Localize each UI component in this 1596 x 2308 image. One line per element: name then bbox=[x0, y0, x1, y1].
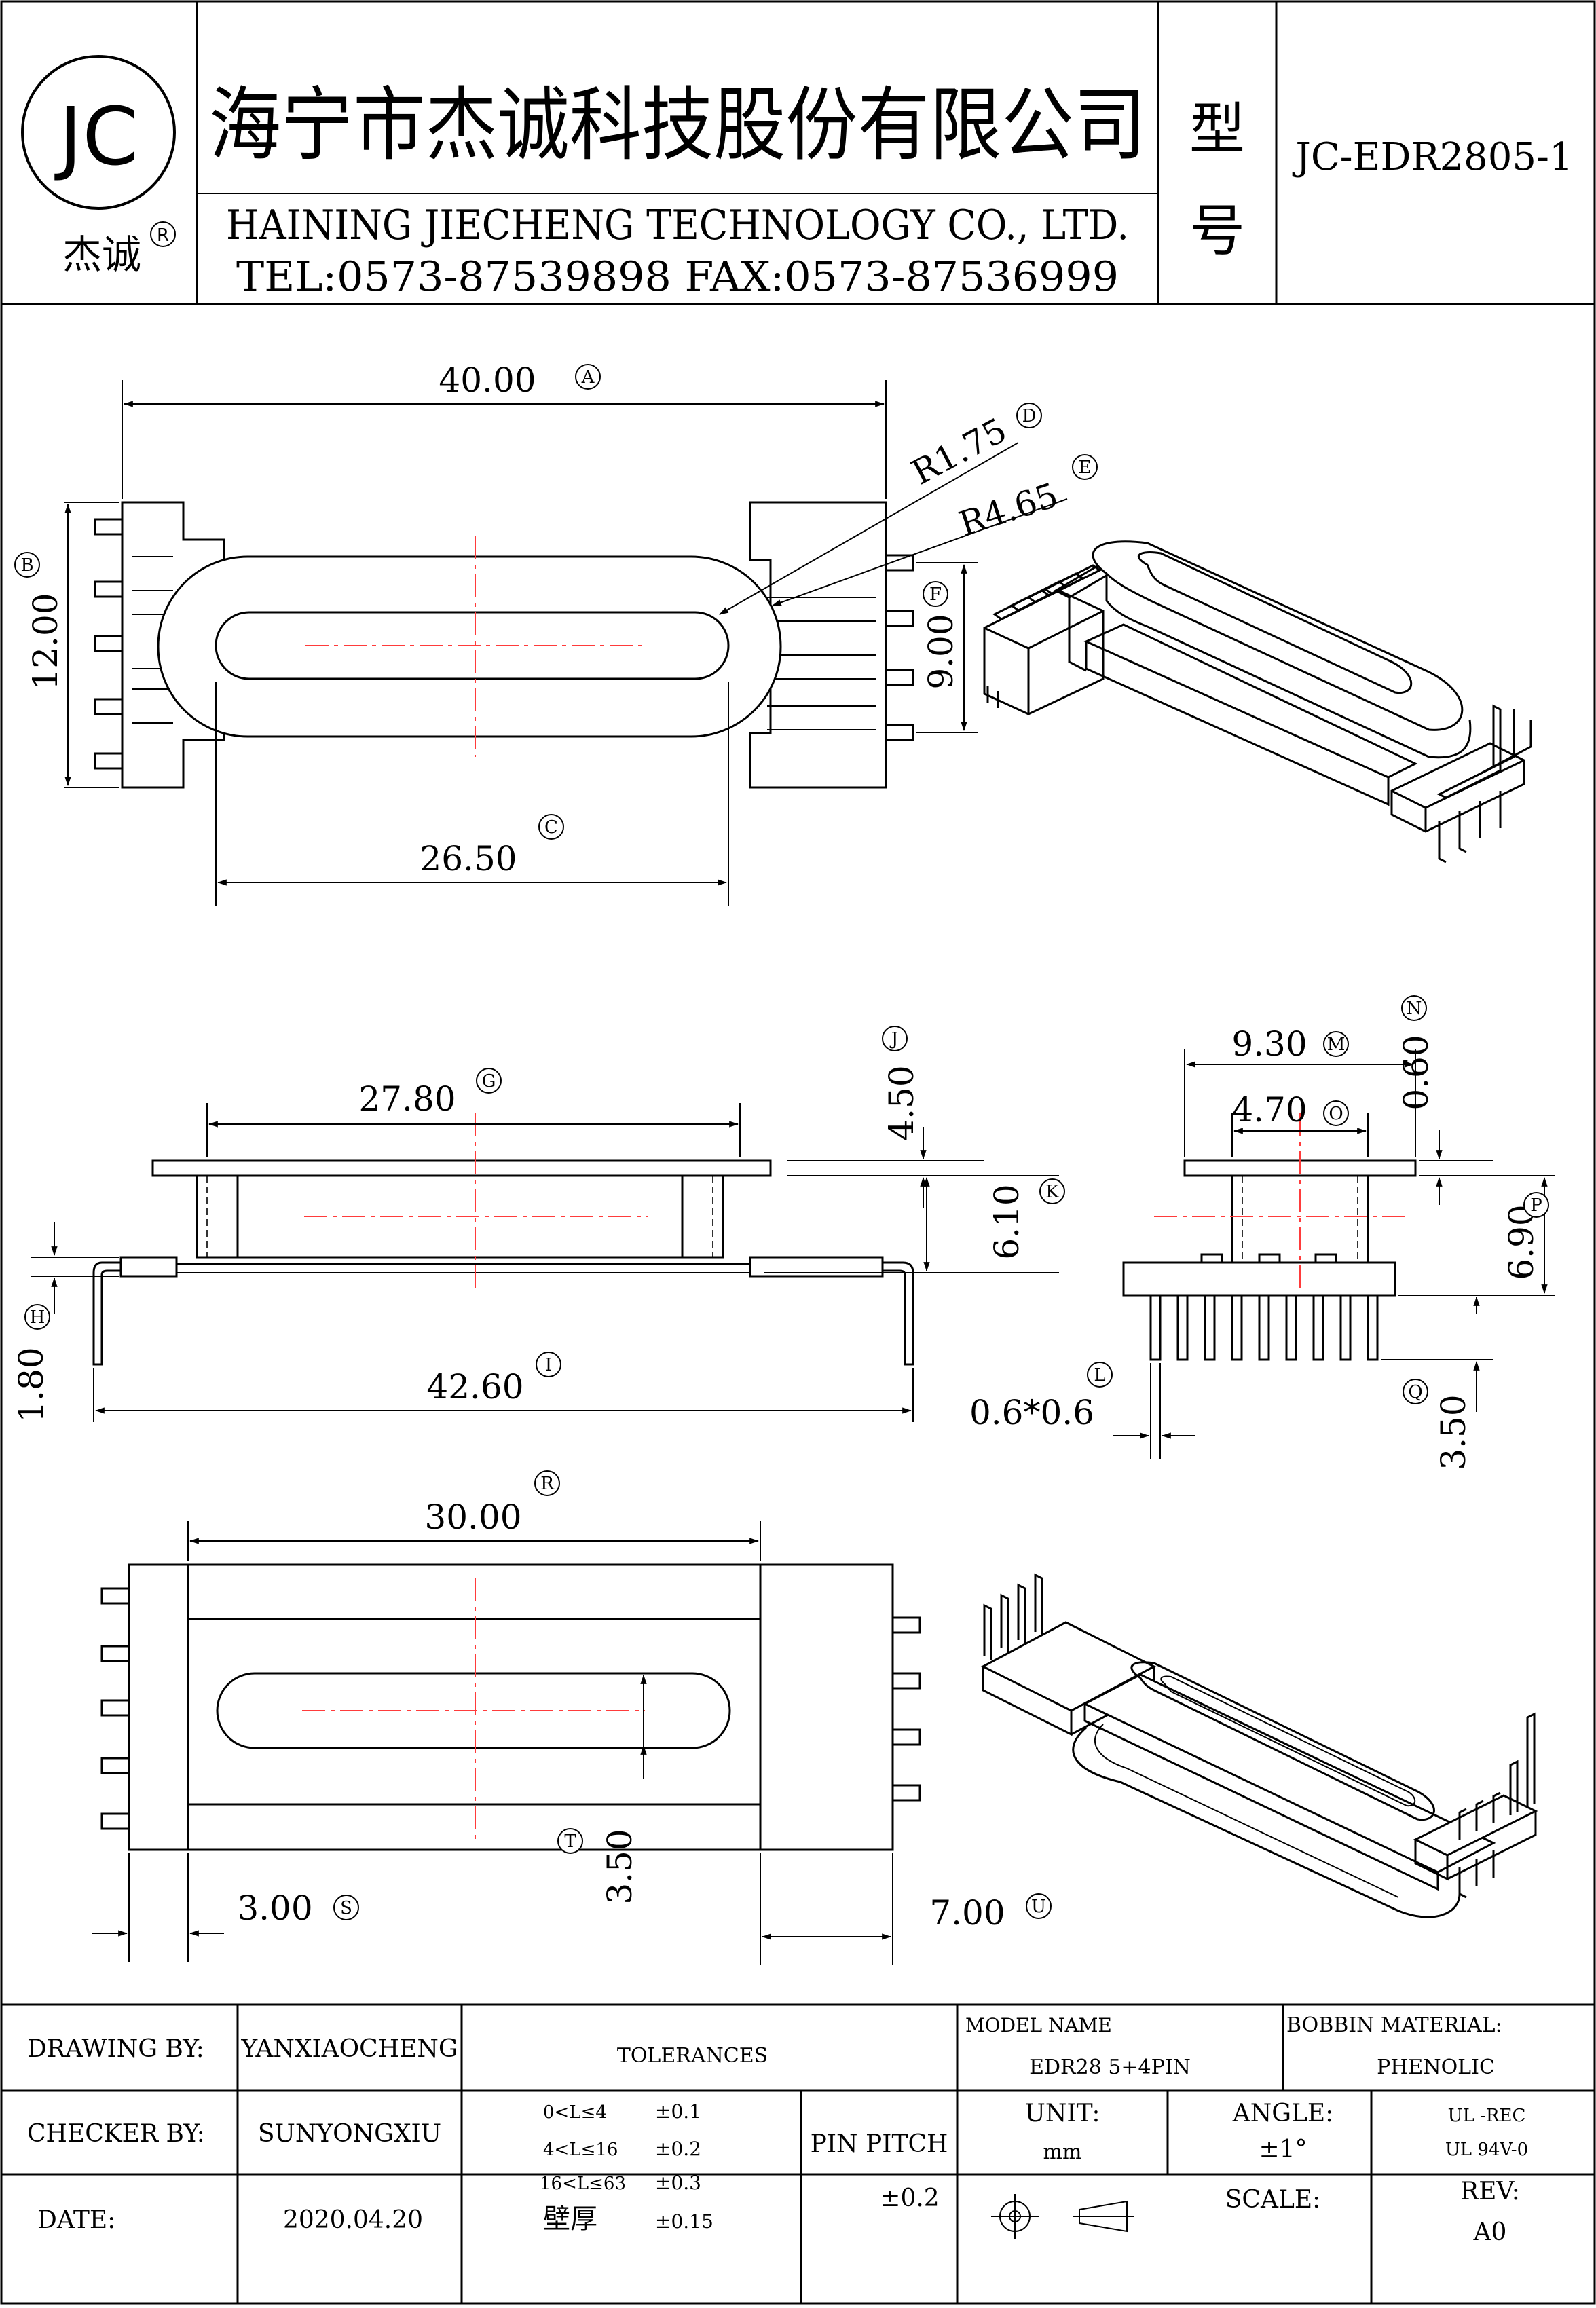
registered-mark: R bbox=[157, 225, 169, 246]
dim-r-value: 30.00 bbox=[424, 1497, 521, 1537]
view-isometric-1 bbox=[983, 540, 1532, 863]
scale-label: SCALE: bbox=[1225, 2186, 1321, 2214]
dim-n-value: 0.60 bbox=[1396, 1035, 1436, 1110]
dim-i-mark: I bbox=[545, 1355, 552, 1375]
dim-g-mark: G bbox=[482, 1071, 496, 1092]
dim-j-value: 4.50 bbox=[882, 1065, 921, 1140]
ul-94v0: UL 94V-0 bbox=[1445, 2140, 1528, 2160]
dim-k-value: 6.10 bbox=[987, 1184, 1026, 1259]
dim-h-mark: H bbox=[30, 1307, 45, 1328]
tol-range-3: 16<L≤63 bbox=[540, 2174, 626, 2194]
checker-by-value: SUNYONGXIU bbox=[258, 2120, 441, 2148]
dim-m-mark: M bbox=[1327, 1035, 1346, 1055]
dim-e-mark: E bbox=[1079, 458, 1092, 478]
footer-table: DRAWING BY: YANXIAOCHENG CHECKER BY: SUN… bbox=[1, 2003, 1595, 2303]
view-isometric-2 bbox=[980, 1573, 1538, 1918]
pin-pitch-label: PIN PITCH bbox=[811, 2130, 948, 2158]
dim-c-mark: C bbox=[544, 817, 558, 838]
company-contact: TEL:0573-87539898 FAX:0573-87536999 bbox=[236, 253, 1119, 301]
dim-t-mark: T bbox=[564, 1831, 576, 1852]
dim-k-mark: K bbox=[1045, 1182, 1059, 1202]
dim-d-value: R1.75 bbox=[905, 410, 1013, 492]
dim-n-mark: N bbox=[1407, 999, 1422, 1019]
model-name-label: MODEL NAME bbox=[965, 2014, 1112, 2036]
bobbin-material-label: BOBBIN MATERIAL: bbox=[1286, 2013, 1502, 2037]
view-side: 9.30 M 4.70 O 0.60 N 6.90 P 3.50 Q bbox=[969, 995, 1555, 1470]
tol-range-1: 0<L≤4 bbox=[543, 2102, 607, 2123]
angle-label: ANGLE: bbox=[1232, 2100, 1334, 2127]
logo-letters: JC bbox=[54, 90, 138, 183]
dim-s-value: 3.00 bbox=[237, 1888, 312, 1928]
view-bottom: 30.00 R 3.00 S 3.50 T 7.00 U bbox=[92, 1470, 1052, 1965]
unit-value: mm bbox=[1043, 2140, 1082, 2164]
dim-i-value: 42.60 bbox=[426, 1367, 523, 1407]
company-name-cn: 海宁市杰诚科技股份有限公司 bbox=[209, 78, 1146, 172]
dim-q-value: 3.50 bbox=[1434, 1394, 1473, 1470]
rev-label: REV: bbox=[1460, 2178, 1520, 2205]
dim-h-value: 1.80 bbox=[12, 1347, 51, 1422]
view-front: 27.80 G 1.80 H 42.60 I 4.50 J 6.10 K bbox=[12, 1026, 1065, 1423]
dim-t-value: 3.50 bbox=[600, 1829, 639, 1904]
dim-s-mark: S bbox=[340, 1898, 352, 1918]
unit-label: UNIT: bbox=[1025, 2100, 1100, 2127]
tolerances-label: TOLERANCES bbox=[617, 2044, 768, 2068]
company-logo: JC 杰诚 R bbox=[21, 55, 176, 278]
dim-l-mark: L bbox=[1094, 1365, 1105, 1385]
ul-rec: UL -REC bbox=[1448, 2106, 1526, 2126]
view-top: 40.00 A 12.00 B 26.50 C R1.75 D R4.65 E … bbox=[14, 360, 1098, 906]
projection-symbol bbox=[991, 2194, 1134, 2239]
dim-e-value: R4.65 bbox=[954, 475, 1063, 544]
dim-b-value: 12.00 bbox=[26, 593, 65, 690]
dim-o-mark: O bbox=[1329, 1104, 1343, 1124]
company-name-en: HAINING JIECHENG TECHNOLOGY CO., LTD. bbox=[226, 202, 1129, 249]
dim-m-value: 9.30 bbox=[1231, 1024, 1307, 1064]
dim-c-value: 26.50 bbox=[420, 839, 517, 878]
drawing-by-label: DRAWING BY: bbox=[27, 2035, 204, 2063]
checker-by-label: CHECKER BY: bbox=[27, 2120, 205, 2148]
dim-a-mark: A bbox=[581, 367, 595, 388]
dim-l-value: 0.6*0.6 bbox=[969, 1393, 1094, 1432]
date-label: DATE: bbox=[37, 2206, 115, 2234]
dim-u-mark: U bbox=[1031, 1897, 1046, 1917]
tol-range-4: 壁厚 bbox=[543, 2203, 597, 2235]
pin-pitch-value: ±0.2 bbox=[880, 2184, 939, 2212]
side-pins bbox=[1149, 1294, 1379, 1361]
tol-value-3: ±0.3 bbox=[655, 2172, 701, 2194]
model-label-top: 型 bbox=[1189, 97, 1245, 162]
model-name-value: EDR28 5+4PIN bbox=[1029, 2055, 1191, 2079]
dim-j-mark: J bbox=[889, 1029, 898, 1049]
dim-g-value: 27.80 bbox=[358, 1079, 456, 1119]
dim-b-mark: B bbox=[20, 555, 33, 576]
model-number: JC-EDR2805-1 bbox=[1292, 135, 1573, 179]
dim-q-mark: Q bbox=[1408, 1382, 1422, 1402]
dim-a-value: 40.00 bbox=[439, 360, 536, 400]
dim-d-mark: D bbox=[1022, 406, 1037, 426]
angle-value: ±1° bbox=[1259, 2136, 1307, 2163]
dim-p-mark: P bbox=[1530, 1195, 1542, 1216]
dim-r-mark: R bbox=[540, 1474, 555, 1494]
drawing-by-value: YANXIAOCHENG bbox=[240, 2035, 458, 2063]
rev-value: A0 bbox=[1473, 2218, 1507, 2246]
dim-o-value: 4.70 bbox=[1231, 1090, 1307, 1130]
tol-value-4: ±0.15 bbox=[655, 2210, 713, 2233]
dim-f-mark: F bbox=[929, 584, 942, 605]
date-value: 2020.04.20 bbox=[283, 2206, 423, 2234]
dim-f-value: 9.00 bbox=[921, 614, 961, 689]
model-label-bottom: 号 bbox=[1189, 199, 1245, 263]
bobbin-material-value: PHENOLIC bbox=[1377, 2055, 1495, 2079]
logo-brand: 杰诚 bbox=[62, 231, 141, 278]
dim-u-value: 7.00 bbox=[929, 1893, 1005, 1933]
tol-range-2: 4<L≤16 bbox=[543, 2140, 618, 2160]
tol-value-1: ±0.1 bbox=[655, 2100, 701, 2123]
tol-value-2: ±0.2 bbox=[655, 2138, 701, 2160]
